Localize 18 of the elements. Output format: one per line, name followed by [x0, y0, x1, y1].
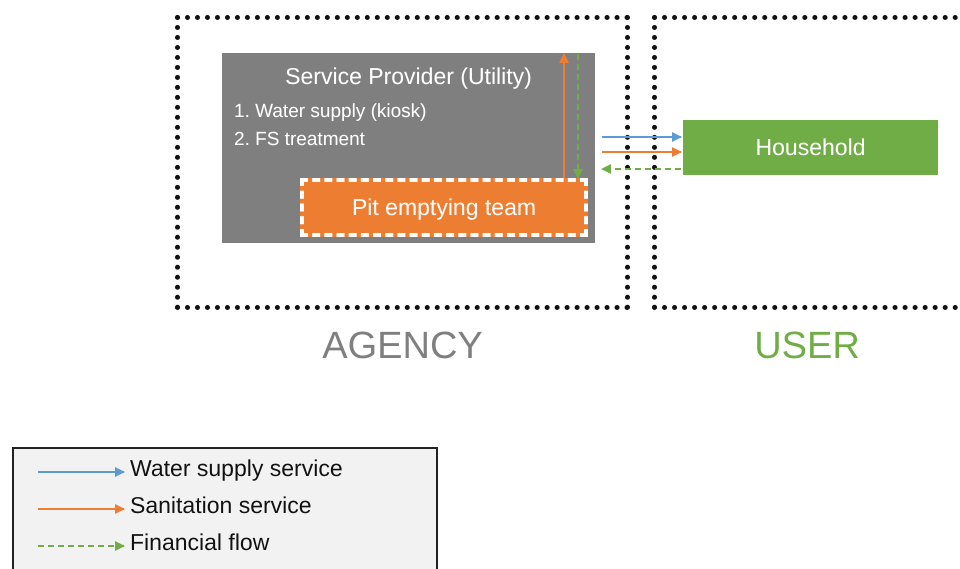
arrow — [559, 53, 569, 178]
box-label: Pit emptying team — [350, 194, 538, 221]
household-box — [683, 120, 938, 175]
box-title: Service Provider (Utility) — [284, 63, 533, 90]
team-box — [300, 178, 588, 237]
legend-text: Financial flow — [130, 529, 270, 556]
provider-box — [222, 53, 595, 243]
arrow — [602, 147, 682, 157]
legend-text: Sanitation service — [130, 492, 312, 519]
list-item: 2. FS treatment — [234, 129, 365, 151]
arrow — [573, 54, 583, 179]
legend-text: Water supply service — [130, 455, 343, 482]
arrow — [602, 132, 682, 142]
box-label: Household — [754, 134, 866, 161]
group-label: AGENCY — [322, 325, 483, 368]
group-label: USER — [754, 325, 860, 368]
list-item: 1. Water supply (kiosk) — [234, 101, 427, 123]
arrow — [601, 164, 681, 174]
